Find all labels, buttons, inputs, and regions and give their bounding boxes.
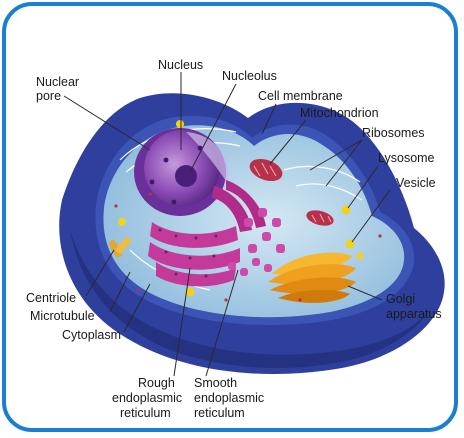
label-nuclear-pore-line1: Nuclear [36,75,79,89]
vesicle-right [356,252,364,260]
leader-lines [63,72,391,377]
label-rough-er-line1: Rough [138,376,175,390]
rough-endoplasmic-reticulum [148,180,266,287]
label-smooth-er-line2: endoplasmic [194,391,264,405]
mitochondrion [249,158,283,182]
label-nucleus: Nucleus [158,58,203,72]
vesicle-left [118,218,126,226]
free-ribosomes [114,192,382,302]
label-rough-er-line2: endoplasmic [112,391,182,405]
vesicle-lower [185,287,195,297]
label-centriole: Centriole [26,291,76,305]
label-smooth-er-line3: reticulum [194,406,245,420]
label-vesicle: Vesicle [396,176,436,190]
er-ribosome-dots [158,228,218,278]
mitochondrion-2 [306,210,334,226]
centriole [108,236,132,258]
golgi-apparatus [268,252,356,303]
label-smooth-er-line1: Smooth [194,376,237,390]
label-nuclear-pore-line2: pore [36,89,61,103]
label-mitochondrion: Mitochondrion [300,106,379,120]
label-ribosomes: Ribosomes [362,126,425,140]
smooth-endoplasmic-reticulum [228,208,285,276]
label-cytoplasm: Cytoplasm [62,328,121,342]
label-nucleolus: Nucleolus [222,69,277,83]
vesicle-small [176,120,184,128]
label-golgi-line1: Golgi [386,292,415,306]
label-cell-membrane: Cell membrane [258,89,343,103]
nucleus [134,128,229,216]
nucleolus [175,165,197,187]
label-rough-er-line3: reticulum [120,406,171,420]
label-microtubule: Microtubule [30,309,95,323]
label-lysosome: Lysosome [378,151,435,165]
label-golgi-line2: apparatus [386,307,442,321]
cell-side-shading [70,230,436,369]
